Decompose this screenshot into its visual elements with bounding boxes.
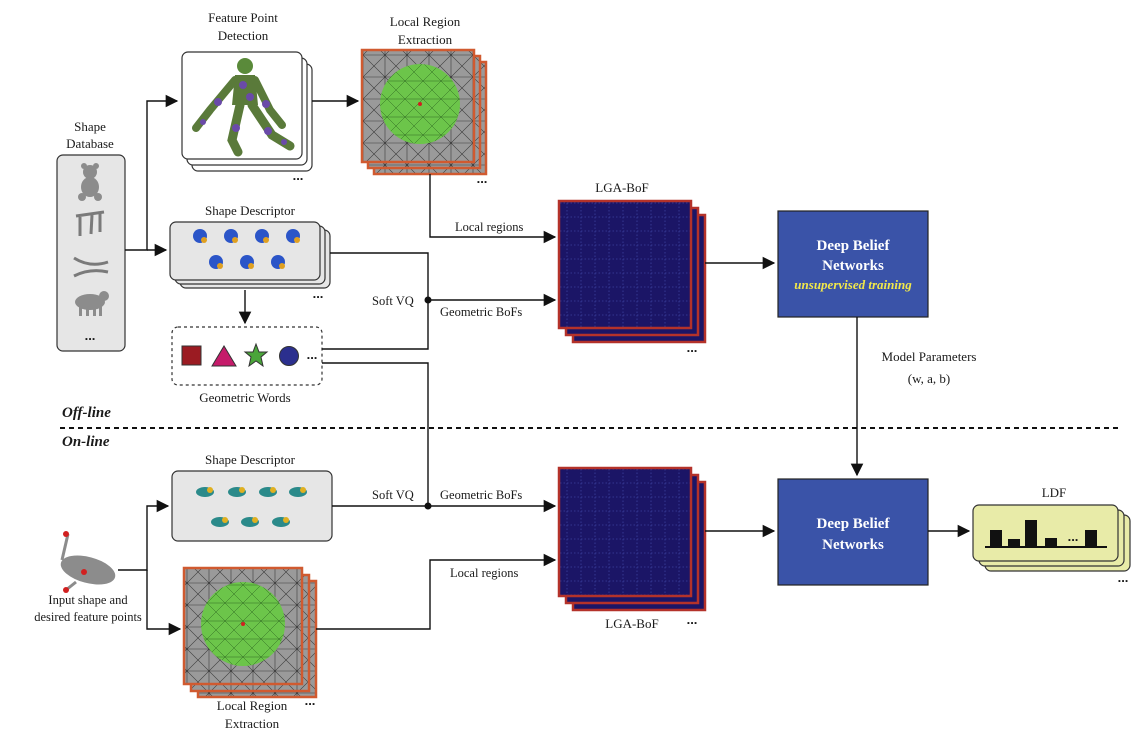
- dbn-top-box: [777, 210, 929, 318]
- local-region-bottom-ellipsis: ...: [305, 693, 316, 708]
- triangle-icon: [211, 345, 237, 367]
- local-region-top-ellipsis: ...: [477, 171, 488, 186]
- pliers-icon: [73, 256, 109, 278]
- square-icon: [181, 345, 202, 366]
- lga-bof-bottom-ellipsis: ...: [687, 612, 698, 627]
- off-line-label: Off-line: [62, 405, 111, 421]
- feature-point-ellipsis: ...: [293, 168, 304, 183]
- lga-bof-top-ellipsis: ...: [687, 340, 698, 355]
- geometric-words-label: Geometric Words: [199, 390, 291, 405]
- lga-bof-bottom-label: LGA-BoF: [605, 616, 658, 631]
- input-shape: Input shape and desired feature points: [34, 531, 142, 624]
- shape-descriptor-top-label: Shape Descriptor: [205, 203, 296, 218]
- histogram-icon: [985, 520, 1107, 548]
- star-icon: [243, 342, 269, 368]
- feature-point-label-1: Feature Point: [208, 10, 278, 25]
- local-region-extraction-top: Local Region Extraction ...: [360, 14, 488, 186]
- feature-point-marker: [418, 102, 422, 106]
- lga-bof-top-label: LGA-BoF: [595, 180, 648, 195]
- dolphin-icon: [60, 531, 116, 593]
- shape-descriptor-bottom-panel: [171, 470, 333, 542]
- shape-descriptor-top: Shape Descriptor ...: [169, 203, 331, 301]
- shape-database-label-1: Shape: [74, 119, 106, 134]
- dbn-bottom-box: [777, 478, 929, 586]
- soft-vq-top-label: Soft VQ: [372, 294, 414, 308]
- feature-point-label-2: Detection: [218, 28, 269, 43]
- model-parameters-label-1: Model Parameters: [882, 349, 977, 364]
- local-regions-top-label: Local regions: [455, 220, 524, 234]
- lga-bof-bottom: LGA-BoF ...: [557, 466, 707, 631]
- local-region-bottom-label-2: Extraction: [225, 716, 280, 731]
- geometric-bofs-top-label: Geometric BoFs: [440, 305, 522, 319]
- dbn-top-subtitle: unsupervised training: [794, 277, 912, 292]
- shape-database: Shape Database ...: [56, 119, 126, 352]
- local-region-extraction-bottom: Local Region Extraction ...: [182, 566, 318, 731]
- ldf: LDF ... ...: [972, 485, 1131, 585]
- lga-bof-top-matrix: [557, 199, 693, 330]
- local-regions-bottom-label: Local regions: [450, 566, 519, 580]
- lga-bof-bottom-matrix: [557, 466, 693, 598]
- input-shape-label-2: desired feature points: [34, 610, 142, 624]
- human-figure-icon: [192, 58, 295, 157]
- ldf-inner-ellipsis: ...: [1068, 529, 1079, 544]
- dbn-bottom: Deep Belief Networks: [777, 478, 929, 586]
- colored-human-icons: [193, 229, 300, 269]
- lga-bof-top: LGA-BoF ...: [557, 180, 707, 355]
- circle-icon: [279, 346, 299, 366]
- dbn-top: Deep Belief Networks unsupervised traini…: [777, 210, 929, 318]
- geometric-bofs-bottom-label: Geometric BoFs: [440, 488, 522, 502]
- local-region-top-label-1: Local Region: [390, 14, 461, 29]
- geometric-words: ... Geometric Words: [171, 326, 323, 405]
- soft-vq-junction-bottom: [424, 502, 432, 510]
- input-shape-label-1: Input shape and: [48, 593, 128, 607]
- local-region-top-label-2: Extraction: [398, 32, 453, 47]
- local-region-bottom-label-1: Local Region: [217, 698, 288, 713]
- dbn-bottom-title-2: Networks: [822, 537, 884, 553]
- soft-vq-bottom-label: Soft VQ: [372, 488, 414, 502]
- dbn-bottom-title-1: Deep Belief: [817, 516, 891, 532]
- geometric-words-ellipsis: ...: [307, 347, 318, 362]
- shape-descriptor-bottom-label: Shape Descriptor: [205, 452, 296, 467]
- on-line-label: On-line: [62, 434, 110, 450]
- soft-vq-junction-top: [424, 296, 432, 304]
- shape-database-label-2: Database: [66, 136, 114, 151]
- dbn-top-title-2: Networks: [822, 258, 884, 274]
- shape-database-ellipsis: ...: [85, 328, 96, 343]
- cow-icon: [75, 291, 109, 316]
- table-icon: [75, 210, 105, 236]
- feature-point-detection: Feature Point Detection ...: [181, 10, 313, 183]
- model-parameters-label-2: (w, a, b): [908, 371, 950, 386]
- ldf-ellipsis: ...: [1118, 570, 1129, 585]
- geometric-words-panel: [171, 326, 323, 386]
- shape-database-panel: [56, 154, 126, 352]
- teddy-bear-icon: [78, 163, 102, 201]
- shape-descriptor-bottom: Shape Descriptor: [171, 452, 333, 542]
- dbn-top-title-1: Deep Belief: [817, 238, 891, 254]
- ldf-label: LDF: [1042, 485, 1067, 500]
- shape-descriptor-top-ellipsis: ...: [313, 286, 324, 301]
